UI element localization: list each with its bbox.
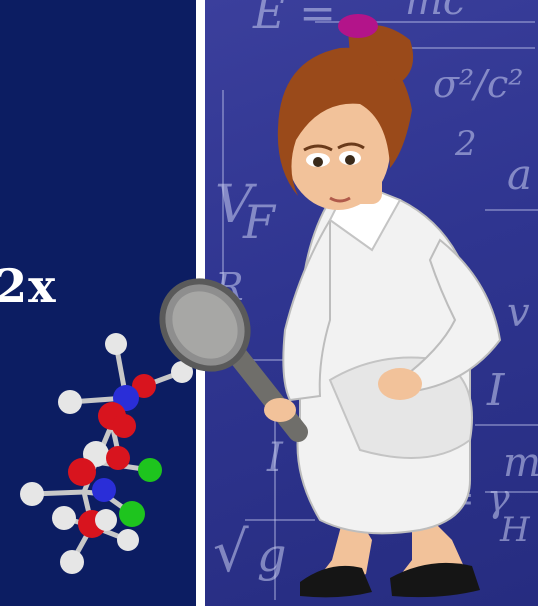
title-fragment-text: p2x bbox=[0, 259, 57, 313]
equation-text: E = bbox=[253, 0, 336, 39]
equation-text: g bbox=[257, 528, 287, 582]
molecule-model-icon bbox=[20, 333, 193, 574]
equation-text: v bbox=[507, 290, 530, 336]
equation-text: √ bbox=[213, 520, 249, 585]
equation-text: I bbox=[267, 435, 283, 481]
equation-text: V bbox=[215, 175, 253, 235]
equation-text: 2 bbox=[455, 124, 477, 164]
equation-text: H bbox=[500, 510, 530, 550]
equation-text: F bbox=[243, 195, 275, 249]
equation-text: σ²/c² bbox=[433, 62, 524, 106]
magnifying-glass-icon bbox=[159, 278, 308, 442]
equation-text: mc bbox=[405, 0, 466, 24]
title-fragment: p2x bbox=[0, 258, 196, 318]
scientist-character-icon bbox=[277, 14, 502, 598]
equation-text: m bbox=[503, 440, 538, 486]
equation-text: I bbox=[487, 365, 505, 416]
equation-text: a bbox=[507, 150, 533, 199]
